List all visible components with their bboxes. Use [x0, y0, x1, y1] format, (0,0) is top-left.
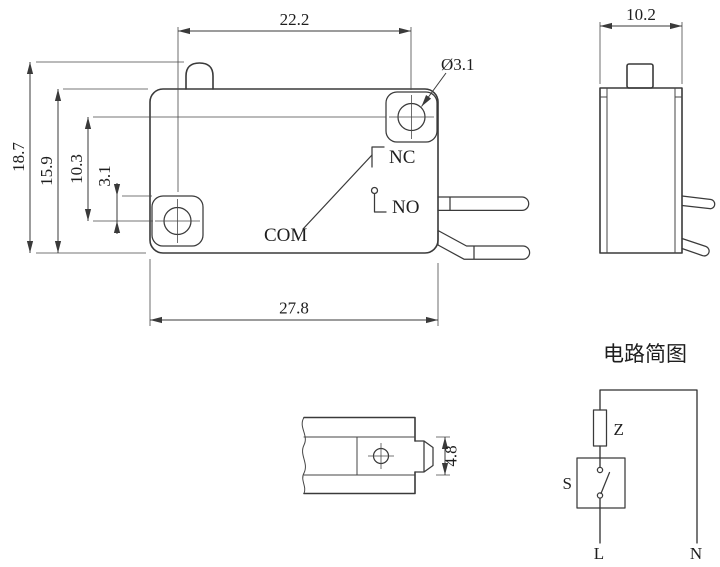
nc-label: NC: [389, 147, 415, 168]
dim-total-height-extension: [36, 61, 184, 254]
side-body-outline: [599, 87, 683, 254]
dim-top-width-extension: [177, 27, 412, 192]
dim-terminal-height-text: 4.8: [442, 445, 461, 466]
side-shell-lines: [599, 87, 683, 254]
side-pin-upper: [681, 195, 716, 210]
terminal-blade-lower: [437, 229, 531, 260]
switch-contact-lower-dot: [596, 492, 604, 499]
dim-total-height-text: 18.7: [9, 142, 28, 172]
plunger-button: [185, 62, 214, 90]
dim-side-width-text: 10.2: [626, 5, 656, 24]
no-contact-dot: [370, 186, 379, 195]
dim-body-height-text: 15.9: [37, 156, 56, 186]
dim-hole-spacing-text: 10.3: [67, 154, 86, 184]
terminal-hole-centerlines: [368, 443, 394, 469]
terminal-tab: [414, 440, 434, 473]
hole-centerlines-bottom-left: [155, 199, 200, 243]
circuit-title: 电路简图: [603, 342, 687, 366]
switch-blade: [600, 471, 611, 495]
component-z-box: [592, 409, 608, 447]
dim-body-width-extension: [149, 259, 439, 326]
hole-diameter-leader: [421, 72, 447, 107]
dim-body-width-text: 27.8: [279, 299, 309, 318]
dim-hole-offset-text: 3.1: [95, 165, 114, 186]
no-fixed-contact: [373, 193, 387, 213]
bottom-inner-lines: [303, 436, 416, 476]
side-plunger-button: [626, 63, 654, 89]
nc-fixed-contact: [371, 146, 385, 168]
bottom-outline: [303, 416, 416, 495]
circuit-diagram: 电路简图 Z S L N: [563, 342, 703, 563]
hole-diameter-text: Ø3.1: [441, 55, 475, 74]
dim-hole-spacing-extension: [93, 116, 386, 222]
no-label: NO: [392, 197, 419, 218]
side-view: 10.2: [599, 5, 716, 257]
label-l: L: [594, 544, 604, 563]
com-label: COM: [264, 225, 307, 246]
switch-contact-upper-dot: [596, 466, 604, 474]
break-line: [301, 417, 306, 494]
common-lever: [302, 154, 373, 230]
switch-s-box: [576, 457, 626, 509]
side-pin-lower: [681, 237, 710, 257]
bottom-view: 4.8: [301, 416, 461, 495]
front-view: NC NO COM 22.2 Ø3.1 18.7 15.9 10.3 3.1: [9, 10, 531, 326]
switch-s-label: S: [563, 474, 572, 493]
dim-side-width-extension: [599, 22, 683, 84]
label-n: N: [690, 544, 702, 563]
circuit-wires: [599, 389, 698, 544]
terminal-blade-upper: [437, 196, 530, 212]
hole-centerlines-top-right: [389, 95, 434, 139]
switch-body-outline: [149, 88, 439, 254]
dim-top-width-text: 22.2: [280, 10, 310, 29]
component-z-label: Z: [614, 420, 624, 439]
